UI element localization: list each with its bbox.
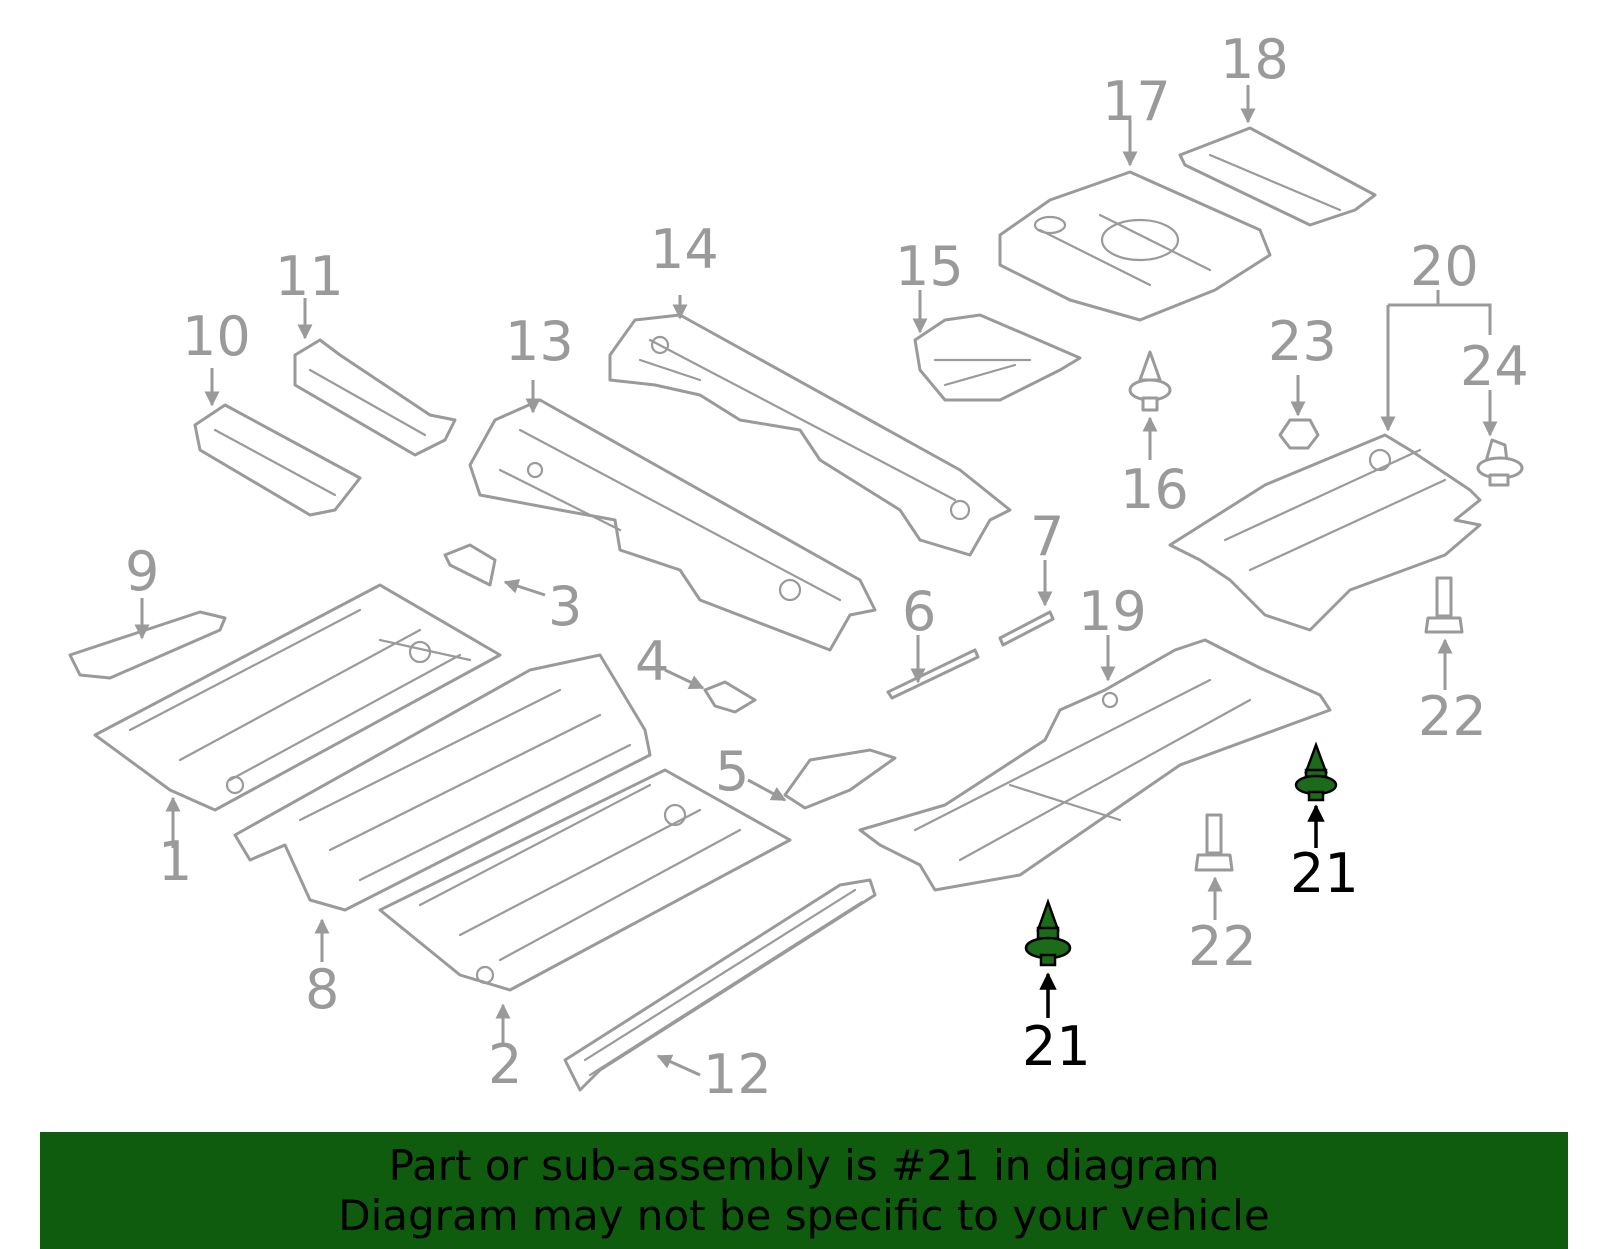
callout-16: 16	[1120, 458, 1189, 521]
part-2-floor-pan	[378, 768, 792, 992]
callout-5: 5	[715, 740, 749, 803]
callout-10: 10	[182, 305, 251, 368]
part-10-cross-member	[193, 403, 362, 517]
part-22-bolt-lower	[1194, 813, 1234, 872]
callout-4: 4	[635, 630, 669, 693]
callout-21a: 21	[1290, 842, 1359, 905]
callout-6: 6	[902, 580, 936, 643]
part-16-clip	[1128, 350, 1172, 412]
callout-1: 1	[158, 830, 192, 893]
part-11-cross-member	[293, 338, 457, 457]
parts-diagram: 1 2 3 4 5 6 7 8 9	[68, 28, 1529, 1106]
banner-line-1: Part or sub-assembly is #21 in diagram	[388, 1140, 1220, 1190]
callout-9: 9	[125, 540, 159, 603]
part-21-clip-left	[1024, 898, 1072, 967]
part-23-nut	[1278, 418, 1320, 450]
part-20-rear-underbody	[1168, 433, 1482, 632]
callout-17: 17	[1102, 70, 1171, 133]
part-24-clip	[1476, 438, 1524, 487]
part-8-tunnel	[233, 653, 652, 912]
callout-11: 11	[275, 245, 344, 308]
callout-8: 8	[305, 958, 339, 1021]
part-6-strip	[886, 648, 980, 700]
part-21-clip-right	[1294, 741, 1338, 802]
part-15-bracket	[913, 313, 1082, 402]
callout-3: 3	[548, 575, 582, 638]
callout-15: 15	[895, 235, 964, 298]
part-7-strip	[998, 610, 1055, 647]
callout-13: 13	[505, 310, 574, 373]
callout-23: 23	[1268, 310, 1337, 373]
part-19-underbody-shield	[858, 638, 1332, 892]
callout-2: 2	[488, 1033, 522, 1096]
part-14-cross-member	[608, 313, 1012, 557]
callout-22a: 22	[1418, 685, 1487, 748]
callout-7: 7	[1030, 505, 1064, 568]
callout-24: 24	[1460, 335, 1529, 398]
callout-19: 19	[1078, 580, 1147, 643]
callout-12: 12	[703, 1043, 772, 1106]
info-banner: Part or sub-assembly is #21 in diagram D…	[40, 1132, 1568, 1249]
part-3-bracket	[443, 543, 497, 587]
part-5-reinforcement	[783, 748, 897, 810]
part-1-floor-pan	[93, 583, 502, 812]
part-4-bracket	[703, 680, 757, 714]
part-22-bolt-upper	[1424, 576, 1464, 634]
part-9-member	[68, 610, 227, 680]
part-12-rocker	[563, 878, 877, 1092]
banner-line-2: Diagram may not be specific to your vehi…	[338, 1190, 1270, 1240]
callout-18: 18	[1220, 28, 1289, 91]
callout-22b: 22	[1188, 915, 1257, 978]
part-18-rear-member	[1178, 126, 1377, 227]
callout-20: 20	[1410, 235, 1479, 298]
part-17-spare-tire-pan	[998, 170, 1272, 322]
part-13-cross-member	[468, 398, 877, 652]
callout-14: 14	[650, 218, 719, 281]
callout-21b: 21	[1022, 1015, 1091, 1078]
